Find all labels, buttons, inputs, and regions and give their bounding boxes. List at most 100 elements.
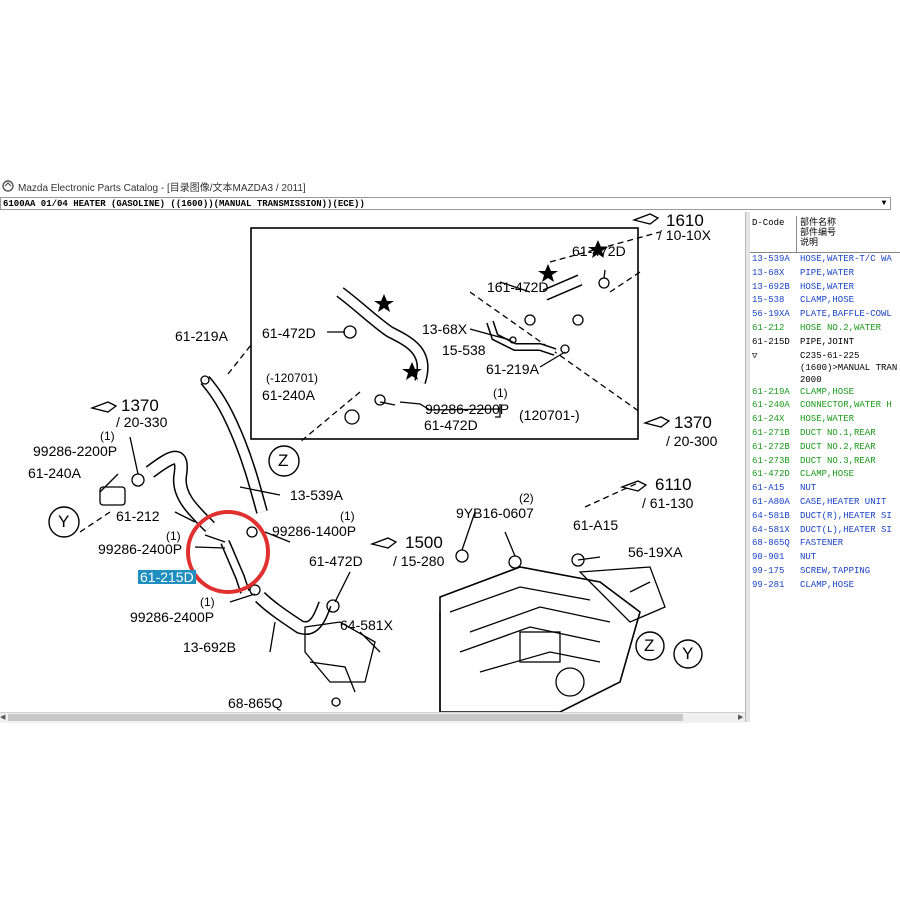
column-header-name[interactable]: 部件名称 部件编号 说明 [800,218,836,248]
part-description: FASTENER [800,538,844,549]
part-code: 61-273B [752,455,790,466]
column-header-dcode[interactable]: D-Code [752,218,785,228]
part-description: DUCT NO.2,REAR [800,441,876,452]
label-20-300[interactable]: / 20-300 [666,433,718,449]
table-row[interactable]: 61-272B DUCT NO.2,REAR [750,441,900,455]
detail-inset-frame [250,227,639,440]
diagram-horizontal-scrollbar[interactable]: ◀ ▶ [0,712,745,723]
part-description: PIPE,WATER [800,267,855,278]
label-15-538[interactable]: 15-538 [442,342,486,358]
label-callout-y-2[interactable]: Y [682,644,694,663]
label-6110[interactable]: 6110 [655,475,692,494]
parts-catalog-window: Mazda Electronic Parts Catalog - [目录图像/文… [0,176,900,724]
label-13-539a[interactable]: 13-539A [290,487,343,503]
label-61-472d-b[interactable]: 61-472D [262,325,316,341]
label-99286-2400p-b[interactable]: 99286-2400P [130,609,215,625]
column-header-name-line1: 部件名称 [800,218,837,228]
label-61-212[interactable]: 61-212 [116,508,160,524]
label-99286-2400p-a[interactable]: 99286-2400P [98,541,183,557]
section-select-value: 6100AA 01/04 HEATER (GASOLINE) ((1600))(… [3,199,365,209]
scroll-left-icon[interactable]: ◀ [0,714,6,721]
part-code: 64-581B [752,510,790,521]
label-99286-2200p-b-qty: (1) [100,429,115,443]
title-bar: Mazda Electronic Parts Catalog - [目录图像/文… [0,176,900,196]
label-61-219a-b[interactable]: 61-219A [175,328,228,344]
part-description: CONNECTOR,WATER H [800,400,892,411]
label-61-472d-d[interactable]: 61-472D [309,553,363,569]
part-description: (1600)>MANUAL TRAN [800,362,898,373]
section-select[interactable]: 6100AA 01/04 HEATER (GASOLINE) ((1600))(… [0,197,891,210]
scroll-right-icon[interactable]: ▶ [738,714,744,721]
label-9yb16-0607[interactable]: 9YB16-0607 [456,505,534,521]
part-code: 13-539A [752,254,790,264]
label-99286-2200p-a[interactable]: 99286-2200P [425,401,510,417]
scrollbar-thumb[interactable] [8,714,683,721]
panel-splitter[interactable] [745,212,750,722]
label-61-240a-a[interactable]: 61-240A [262,387,315,403]
label-161-472d[interactable]: 161-472D [487,279,549,295]
label-99286-2200p-b[interactable]: 99286-2200P [33,443,118,459]
label-99286-2400p-b-qty: (1) [200,595,215,609]
parts-diagram[interactable]: 1610 / 10-10X 61-472D 161-472D 61-472D 1… [0,212,745,712]
label-99286-1400p[interactable]: 99286-1400P [272,523,357,539]
label-61-a15[interactable]: 61-A15 [573,517,619,533]
part-code: 61-472D [752,469,790,480]
part-description: DUCT(L),HEATER SI [800,524,892,535]
label-61-219a-a[interactable]: 61-219A [486,361,539,377]
label-1500[interactable]: 1500 [405,533,443,552]
label-56-19xa[interactable]: 56-19XA [628,544,683,560]
part-code: 61-272B [752,441,790,452]
label-61-240a-b[interactable]: 61-240A [28,465,81,481]
label-99286-2400p-a-qty: (1) [166,529,181,543]
label-13-68x[interactable]: 13-68X [422,321,468,337]
table-row[interactable]: 64-581B DUCT(R),HEATER SI [750,510,900,524]
label-10-10x[interactable]: / 10-10X [658,227,711,243]
part-code: 56-19XA [752,309,790,320]
label-callout-z-1[interactable]: Z [278,451,289,470]
table-row[interactable]: (1600)>MANUAL TRAN [750,362,900,374]
label-1610[interactable]: 1610 [666,212,704,230]
part-description: CLAMP,HOSE [800,295,855,306]
label-callout-y-1[interactable]: Y [58,512,70,531]
label-1370-b[interactable]: 1370 [121,396,159,415]
label-68-865q[interactable]: 68-865Q [228,695,283,711]
label-61-472d-a[interactable]: 61-472D [572,243,626,259]
chevron-down-icon[interactable]: ▼ [881,199,887,208]
part-description: DUCT(R),HEATER SI [800,510,892,521]
label-15-280[interactable]: / 15-280 [393,553,445,569]
table-row[interactable]: 2000 [750,374,900,386]
table-row[interactable]: ▽C235-61-225 [750,350,900,362]
label-61-215d-selected[interactable]: 61-215D [138,569,196,585]
part-code: 61-212 [752,322,785,333]
label-1370-a[interactable]: 1370 [674,413,712,432]
label-13-692b[interactable]: 13-692B [183,639,236,655]
label-64-581x[interactable]: 64-581X [340,617,393,633]
part-description: PIPE,JOINT [800,336,855,347]
label-callout-z-2[interactable]: Z [644,636,655,655]
label-20-330[interactable]: / 20-330 [116,414,168,430]
label-61-472d-c[interactable]: 61-472D [424,417,478,433]
label-61-130[interactable]: / 61-130 [642,495,694,511]
